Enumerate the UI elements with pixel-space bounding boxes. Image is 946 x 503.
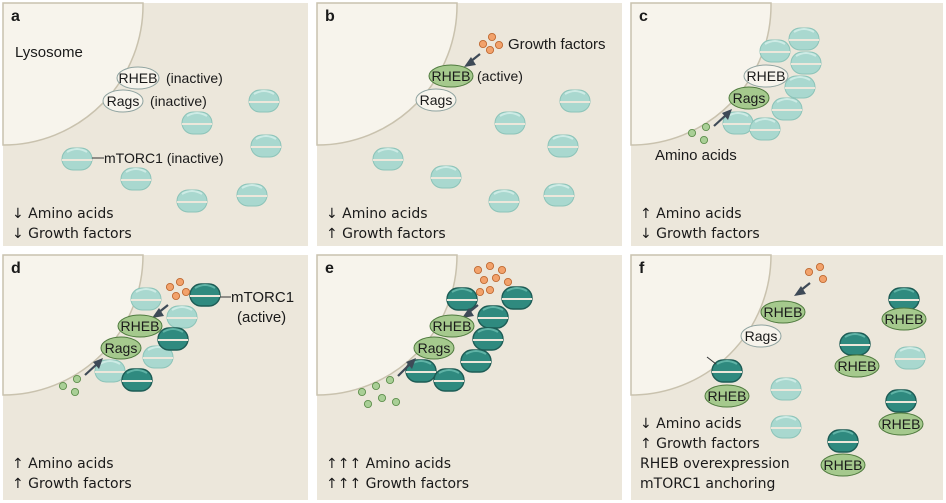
status-line: ↓ Amino acids — [326, 206, 428, 222]
mtorc1-inactive — [430, 165, 462, 189]
rags-label: Rags — [733, 90, 766, 106]
status-line: ↓ Amino acids — [640, 416, 742, 432]
rheb-active — [760, 300, 806, 324]
rags-active — [413, 336, 455, 360]
lysosome-label: Lysosome — [15, 44, 83, 61]
status-line: ↑ Growth factors — [12, 476, 132, 492]
panel-f: f RHEB Rags RHEB RHEB RHEB RHEB RHEB ↓ A… — [630, 254, 943, 500]
rheb-label: RHEB — [882, 416, 921, 432]
mtorc1-inactive — [61, 147, 93, 171]
rags-active — [100, 336, 142, 360]
rags-label: Rags — [105, 340, 138, 356]
mtorc1-inactive — [176, 189, 208, 213]
mtorc1-inactive — [181, 111, 213, 135]
rheb-label: RHEB — [432, 68, 471, 84]
rags-inactive — [415, 88, 457, 112]
status-line: mTORC1 anchoring — [640, 476, 775, 492]
rags-state: (inactive) — [150, 93, 207, 109]
status-line: ↑ Growth factors — [326, 226, 446, 242]
mtorc1-inactive — [543, 183, 575, 207]
rheb-label: RHEB — [119, 70, 158, 86]
rags-label: Rags — [745, 328, 778, 344]
mtorc1-inactive — [547, 134, 579, 158]
rheb-label: RHEB — [764, 304, 803, 320]
status-line: ↑ Amino acids — [12, 456, 114, 472]
status-line: ↑ Amino acids — [640, 206, 742, 222]
panel-b: b Growth factors RHEB (active) Rags ↓ Am… — [316, 2, 622, 246]
rheb-inactive — [743, 64, 789, 88]
rheb-label: RHEB — [708, 388, 747, 404]
panel-letter-a: a — [11, 8, 20, 25]
panel-e: e RHEB Rags ↑↑↑ Amino acids ↑↑↑ Growth f… — [316, 254, 622, 500]
mtorc1-inactive — [488, 189, 520, 213]
status-line: ↑↑↑ Growth factors — [326, 476, 469, 492]
status-line: ↑ Growth factors — [640, 436, 760, 452]
panel-letter-f: f — [639, 260, 645, 277]
rheb-label: RHEB — [885, 311, 924, 327]
mtorc1-inactive — [248, 89, 280, 113]
rheb-active — [117, 314, 163, 338]
panel-d: d mTORC1 (active) RHEB Rags ↑ Amino acid… — [2, 254, 308, 500]
panel-a: a Lysosome RHEB (inactive) Rags (inactiv… — [2, 2, 308, 246]
panel-c: c RHEB Rags Amino acids ↑ Amino acids ↓ … — [630, 2, 943, 246]
rheb-active — [429, 314, 475, 338]
growth-factors-label: Growth factors — [508, 36, 606, 53]
mtorc1-label: mTORC1 — [231, 289, 294, 306]
status-line: ↓ Growth factors — [12, 226, 132, 242]
rheb-state: (inactive) — [166, 70, 223, 86]
rheb-label: RHEB — [838, 358, 877, 374]
amino-acids-label: Amino acids — [655, 147, 737, 164]
mtorc1-inactive — [120, 167, 152, 191]
lysosome — [630, 254, 772, 396]
rags-label: Rags — [107, 93, 140, 109]
panel-letter-b: b — [325, 8, 335, 25]
rheb-label: RHEB — [433, 318, 472, 334]
panel-letter-c: c — [639, 8, 648, 25]
rags-label: Rags — [420, 92, 453, 108]
panel-letter-d: d — [11, 260, 21, 277]
mtorc1-inactive — [250, 134, 282, 158]
rags-inactive — [740, 324, 782, 348]
rags-inactive — [102, 89, 144, 113]
rags-label: Rags — [418, 340, 451, 356]
panel-letter-e: e — [325, 260, 334, 277]
rheb-state: (active) — [477, 68, 523, 84]
rheb-inactive — [116, 66, 160, 90]
rags-active — [728, 86, 770, 110]
mtorc1-inactive — [372, 147, 404, 171]
rheb-label: RHEB — [824, 457, 863, 473]
mtorc1-inactive — [494, 111, 526, 135]
mtorc1-state: (active) — [237, 309, 286, 326]
status-line: ↑↑↑ Amino acids — [326, 456, 451, 472]
rheb-label: RHEB — [747, 68, 786, 84]
mtorc1-inactive — [559, 89, 591, 113]
status-line: ↓ Amino acids — [12, 206, 114, 222]
rheb-label: RHEB — [121, 318, 160, 334]
status-line: ↓ Growth factors — [640, 226, 760, 242]
rheb-active — [428, 64, 474, 88]
status-line: RHEB overexpression — [640, 456, 790, 472]
mtorc1-label: mTORC1 (inactive) — [104, 150, 224, 166]
mtorc1-inactive — [236, 183, 268, 207]
